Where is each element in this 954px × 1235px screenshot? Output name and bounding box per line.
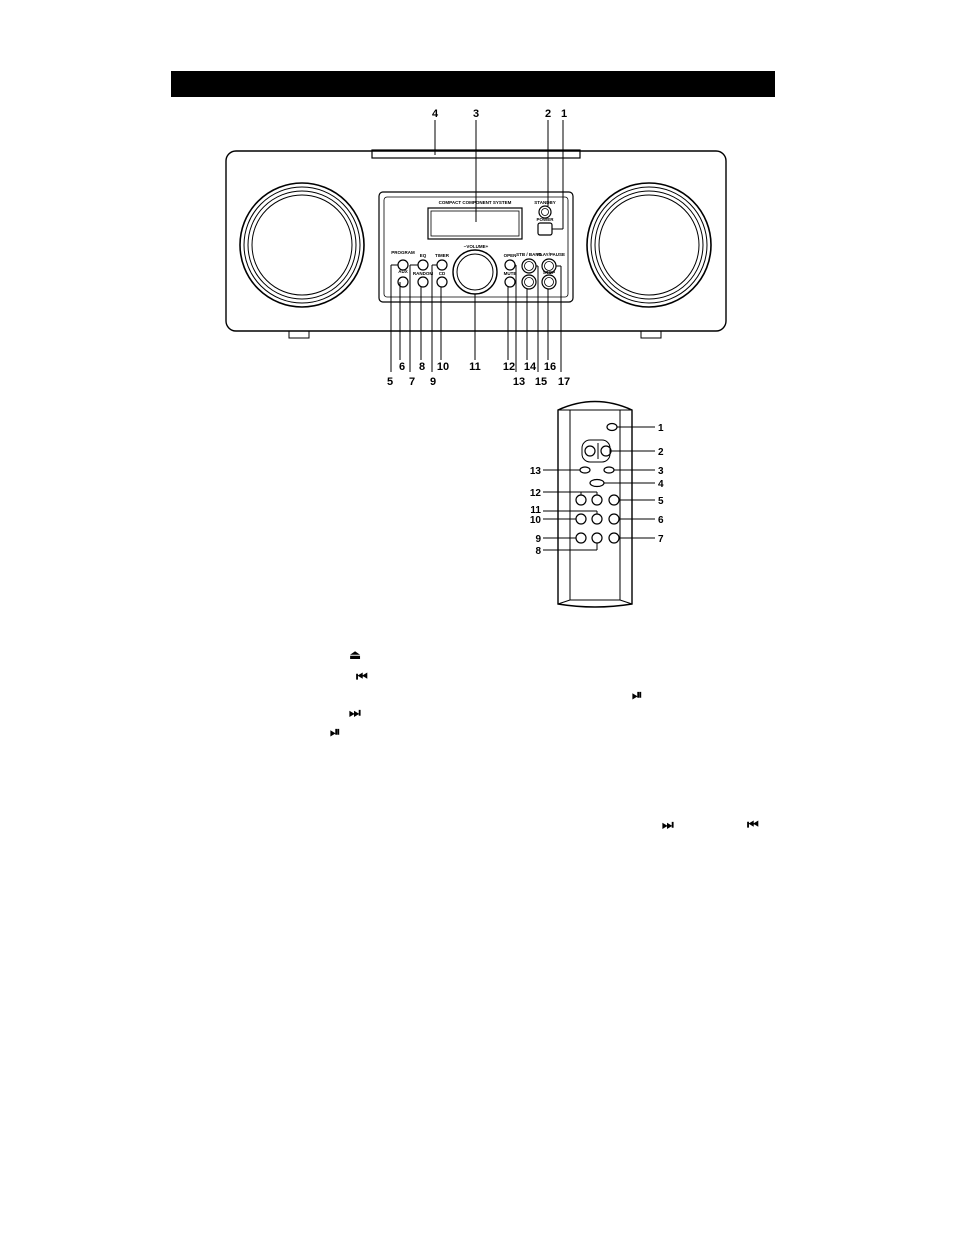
remote-button-6[interactable] bbox=[608, 513, 620, 525]
callout-11: 11 bbox=[469, 361, 481, 373]
remote-button-5[interactable] bbox=[608, 494, 620, 506]
remote-callout-6: 6 bbox=[658, 515, 664, 526]
skip-back-button[interactable] bbox=[521, 274, 537, 290]
callout-4: 4 bbox=[432, 108, 439, 120]
callout-17: 17 bbox=[558, 376, 570, 388]
callout-5: 5 bbox=[387, 376, 393, 388]
remote-callout-8: 8 bbox=[535, 546, 541, 557]
next-track-icon-2: ⏭ bbox=[662, 818, 674, 833]
callout-6: 6 bbox=[399, 361, 405, 373]
remote-button-3[interactable] bbox=[603, 466, 615, 474]
timer-button[interactable] bbox=[436, 259, 448, 271]
eject-icon: ⏏ bbox=[349, 648, 362, 663]
stop-button[interactable] bbox=[541, 274, 557, 290]
eq-button[interactable] bbox=[417, 259, 429, 271]
program-label: PROGRAM bbox=[391, 250, 415, 255]
remote-callout-12: 12 bbox=[530, 488, 542, 499]
lcd-display bbox=[427, 207, 523, 240]
random-button[interactable] bbox=[417, 276, 429, 288]
remote-button-11[interactable] bbox=[591, 513, 603, 525]
remote-button-12a[interactable] bbox=[575, 494, 587, 506]
callout-9: 9 bbox=[430, 376, 436, 388]
standby-label: STANDBY bbox=[534, 200, 555, 205]
remote-callout-1: 1 bbox=[658, 423, 664, 434]
remote-button-4[interactable] bbox=[589, 478, 605, 488]
aux-repeat-button[interactable] bbox=[397, 276, 409, 288]
foot-left bbox=[288, 330, 310, 339]
callout-15: 15 bbox=[535, 376, 547, 388]
play-pause-icon: ⏯ bbox=[632, 688, 643, 703]
cd-label: CD bbox=[439, 271, 446, 276]
random-label: RANDOM bbox=[413, 271, 433, 276]
remote-callout-4: 4 bbox=[658, 479, 664, 490]
open-label: OPEN bbox=[504, 253, 517, 258]
remote-power-button[interactable] bbox=[606, 422, 618, 432]
section-header-bar bbox=[171, 71, 775, 97]
left-speaker bbox=[239, 182, 365, 308]
callout-1: 1 bbox=[561, 108, 567, 120]
next-track-icon: ⏭ bbox=[349, 706, 361, 721]
panel-title: COMPACT COMPONENT SYSTEM bbox=[439, 200, 512, 205]
volume-knob[interactable] bbox=[452, 249, 498, 295]
callout-8: 8 bbox=[419, 361, 425, 373]
open-button[interactable] bbox=[504, 259, 516, 271]
power-label: POWER bbox=[536, 217, 554, 222]
foot-right bbox=[640, 330, 662, 339]
right-speaker bbox=[586, 182, 712, 308]
remote-callout-3: 3 bbox=[658, 466, 664, 477]
remote-callout-7: 7 bbox=[658, 534, 664, 545]
remote-callout-11: 11 bbox=[530, 505, 541, 516]
remote-callout-9: 9 bbox=[535, 534, 541, 545]
callout-12: 12 bbox=[503, 361, 515, 373]
callout-3: 3 bbox=[473, 108, 479, 120]
cd-button[interactable] bbox=[436, 276, 448, 288]
remote-callout-13: 13 bbox=[530, 466, 542, 477]
remote-button-13[interactable] bbox=[579, 466, 591, 474]
mute-label: MUTE bbox=[504, 271, 517, 276]
stb-band-label: STB / BAND bbox=[516, 252, 543, 257]
remote-button-10[interactable] bbox=[575, 513, 587, 525]
remote-button-7[interactable] bbox=[608, 532, 620, 544]
remote-skip-left-button[interactable] bbox=[584, 445, 596, 457]
prev-track-icon: ⏮ bbox=[356, 670, 368, 685]
aux-label: AUX bbox=[398, 269, 408, 274]
callout-16: 16 bbox=[544, 361, 556, 373]
volume-label: VOLUME bbox=[466, 244, 485, 249]
power-button[interactable] bbox=[537, 222, 553, 236]
remote-control bbox=[557, 400, 633, 608]
remote-callout-10: 10 bbox=[530, 515, 542, 526]
remote-button-12b[interactable] bbox=[591, 494, 603, 506]
callout-10: 10 bbox=[437, 361, 449, 373]
callout-14: 14 bbox=[524, 361, 537, 373]
mute-button[interactable] bbox=[504, 276, 516, 288]
prev-track-icon-2: ⏮ bbox=[747, 818, 759, 833]
callout-2: 2 bbox=[545, 108, 551, 120]
stop-label: STOP bbox=[543, 270, 555, 275]
play-pause-label: PLAY/PAUSE bbox=[537, 252, 565, 257]
remote-button-8[interactable] bbox=[591, 532, 603, 544]
timer-label: TIMER bbox=[435, 253, 450, 258]
play-pause-icon-2: ⏯ bbox=[330, 725, 341, 740]
standby-button[interactable] bbox=[538, 205, 552, 219]
volume-minus: − bbox=[464, 244, 467, 249]
volume-plus: + bbox=[486, 244, 489, 249]
remote-button-9[interactable] bbox=[575, 532, 587, 544]
callout-7: 7 bbox=[409, 376, 415, 388]
eq-label: EQ bbox=[420, 253, 427, 258]
callout-13: 13 bbox=[513, 376, 525, 388]
remote-callout-2: 2 bbox=[658, 447, 664, 458]
remote-callout-5: 5 bbox=[658, 496, 664, 507]
